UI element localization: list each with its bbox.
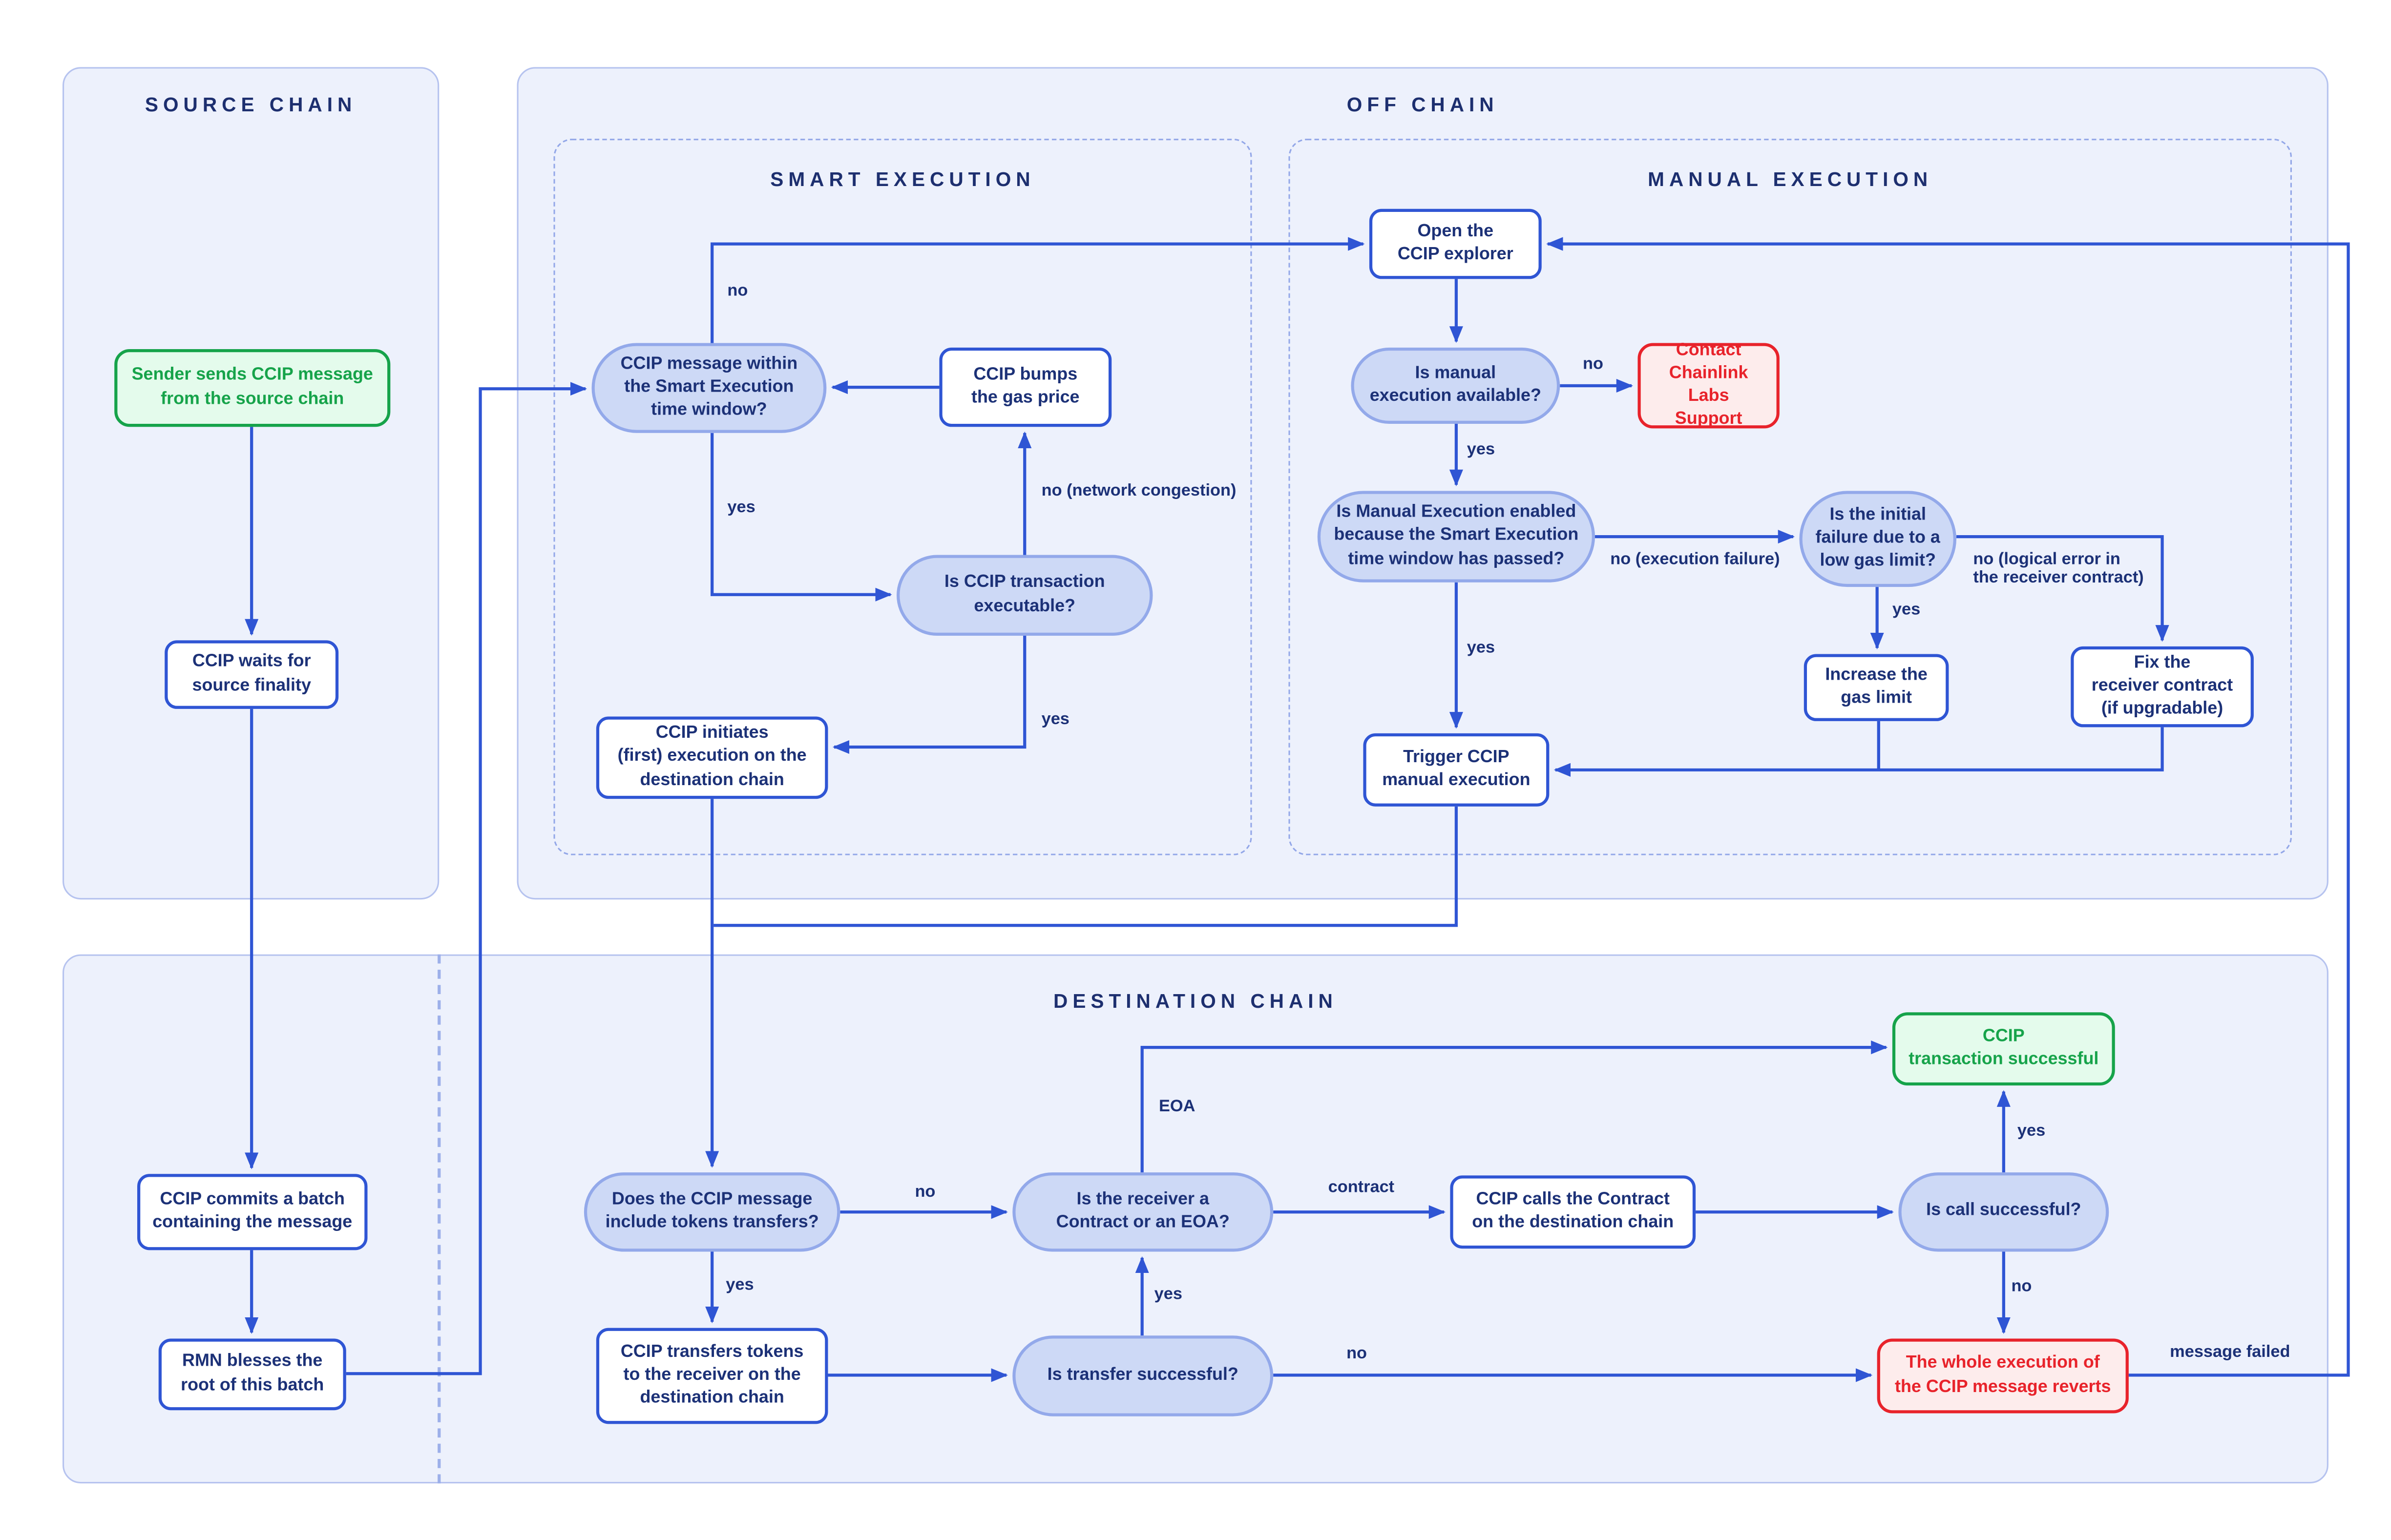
edge-label-tokens-no: no: [915, 1183, 936, 1202]
edge-label-logical-error: no (logical error in the receiver contra…: [1973, 550, 2144, 587]
edge-label-enabled-yes: yes: [1467, 639, 1495, 657]
node-is-transfer-successful: Is transfer successful?: [1012, 1335, 1274, 1416]
node-open-ccip-explorer: Open the CCIP explorer: [1369, 208, 1542, 279]
node-transfers-tokens: CCIP transfers tokens to the receiver on…: [596, 1328, 828, 1424]
node-includes-token-transfers: Does the CCIP message include tokens tra…: [584, 1172, 840, 1252]
node-is-manual-enabled: Is Manual Execution enabled because the …: [1317, 491, 1595, 583]
panel-title-destination-chain: DESTINATION CHAIN: [1053, 989, 1338, 1013]
panel-title-source-chain: SOURCE CHAIN: [145, 93, 357, 116]
node-initial-failure-low-gas: Is the initial failure due to a low gas …: [1799, 491, 1957, 587]
edge-label-call-no: no: [2011, 1277, 2032, 1296]
panel-title-smart-execution: SMART EXECUTION: [770, 167, 1035, 191]
edge-label-transfer-yes: yes: [1154, 1285, 1182, 1304]
node-ccip-commits-batch: CCIP commits a batch containing the mess…: [137, 1174, 368, 1250]
node-contact-chainlink-support: Contact Chainlink Labs Support: [1637, 341, 1780, 429]
node-calls-contract: CCIP calls the Contract on the destinati…: [1450, 1175, 1696, 1249]
node-msg-within-window: CCIP message within the Smart Execution …: [591, 343, 827, 433]
node-transaction-successful: CCIP transaction successful: [1892, 1012, 2115, 1086]
node-is-transaction-executable: Is CCIP transaction executable?: [896, 555, 1153, 636]
node-bumps-gas-price: CCIP bumps the gas price: [939, 347, 1112, 427]
node-execution-reverts: The whole execution of the CCIP message …: [1877, 1338, 2129, 1414]
edge-label-eoa: EOA: [1159, 1098, 1196, 1116]
node-ccip-waits-finality: CCIP waits for source finality: [165, 640, 339, 709]
edge-label-transfer-no: no: [1346, 1344, 1367, 1363]
destination-panel-divider: [438, 954, 441, 1484]
edge-label-manual-yes: yes: [1467, 440, 1495, 459]
edge-label-network-congestion: no (network congestion): [1041, 481, 1237, 500]
node-sender-sends-message: Sender sends CCIP message from the sourc…: [114, 349, 391, 427]
edge-label-smart-yes: yes: [727, 499, 755, 517]
node-initiates-execution: CCIP initiates (first) execution on the …: [596, 716, 828, 799]
edge-label-manual-no: no: [1583, 355, 1604, 374]
node-is-call-successful: Is call successful?: [1898, 1172, 2109, 1252]
edge-label-contract: contract: [1328, 1178, 1395, 1197]
edge-label-tokens-yes: yes: [726, 1276, 754, 1294]
edge-label-call-yes: yes: [2017, 1122, 2046, 1141]
edge-label-low-gas-yes: yes: [1892, 601, 1921, 619]
node-rmn-blesses-root: RMN blesses the root of this batch: [158, 1338, 346, 1411]
edge-label-message-failed: message failed: [2170, 1343, 2290, 1362]
panel-source-chain: [63, 67, 440, 900]
panel-title-manual-execution: MANUAL EXECUTION: [1648, 167, 1933, 191]
edge-label-executable-yes: yes: [1041, 710, 1070, 729]
node-increase-gas-limit: Increase the gas limit: [1804, 654, 1949, 721]
node-trigger-manual-execution: Trigger CCIP manual execution: [1363, 733, 1550, 807]
edge-label-smart-no: no: [727, 282, 748, 301]
panel-title-off-chain: OFF CHAIN: [1346, 93, 1499, 116]
node-is-manual-available: Is manual execution available?: [1351, 347, 1560, 424]
edge-label-execution-failure: no (execution failure): [1610, 550, 1780, 569]
node-fix-receiver-contract: Fix the receiver contract (if upgradable…: [2071, 646, 2254, 728]
node-receiver-contract-or-eoa: Is the receiver a Contract or an EOA?: [1012, 1172, 1274, 1252]
